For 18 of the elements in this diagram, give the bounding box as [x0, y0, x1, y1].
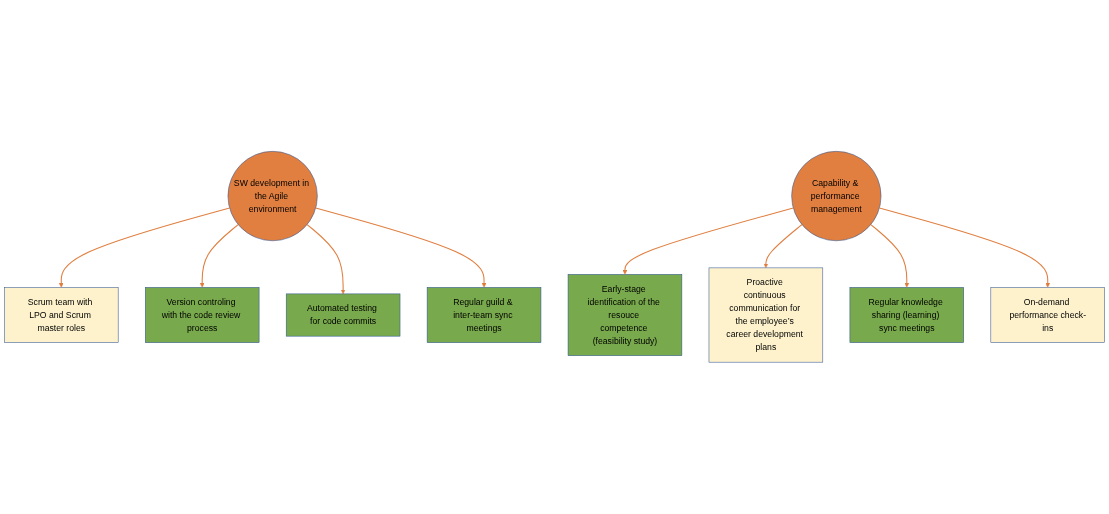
arrow [306, 224, 346, 295]
node-box: Automated testing for code commits [285, 293, 401, 337]
node-circle: SW development in the Agile environment [227, 151, 318, 242]
node-box: Regular guild & inter-team sync meetings [426, 287, 542, 344]
node-box: Scrum team with LPO and Scrum master roles [4, 287, 119, 344]
node-box: Version controling with the code review process [145, 287, 260, 344]
arrow [870, 224, 910, 288]
node-box: Regular knowledge sharing (learning) sync meetings [849, 287, 964, 344]
arrow [622, 207, 794, 275]
node-box: Proactive continuous communication for the employee’s career development plans [708, 267, 824, 363]
node-circle: Capability & performance management [791, 151, 882, 242]
arrow [878, 207, 1051, 288]
arrow [315, 207, 487, 288]
node-box: On-demand performance check-ins [990, 287, 1105, 344]
node-box: Early-stage identification of the resouce competence (feasibility study) [567, 274, 683, 357]
arrow [763, 224, 803, 269]
arrow [58, 207, 231, 288]
arrow [199, 224, 239, 288]
